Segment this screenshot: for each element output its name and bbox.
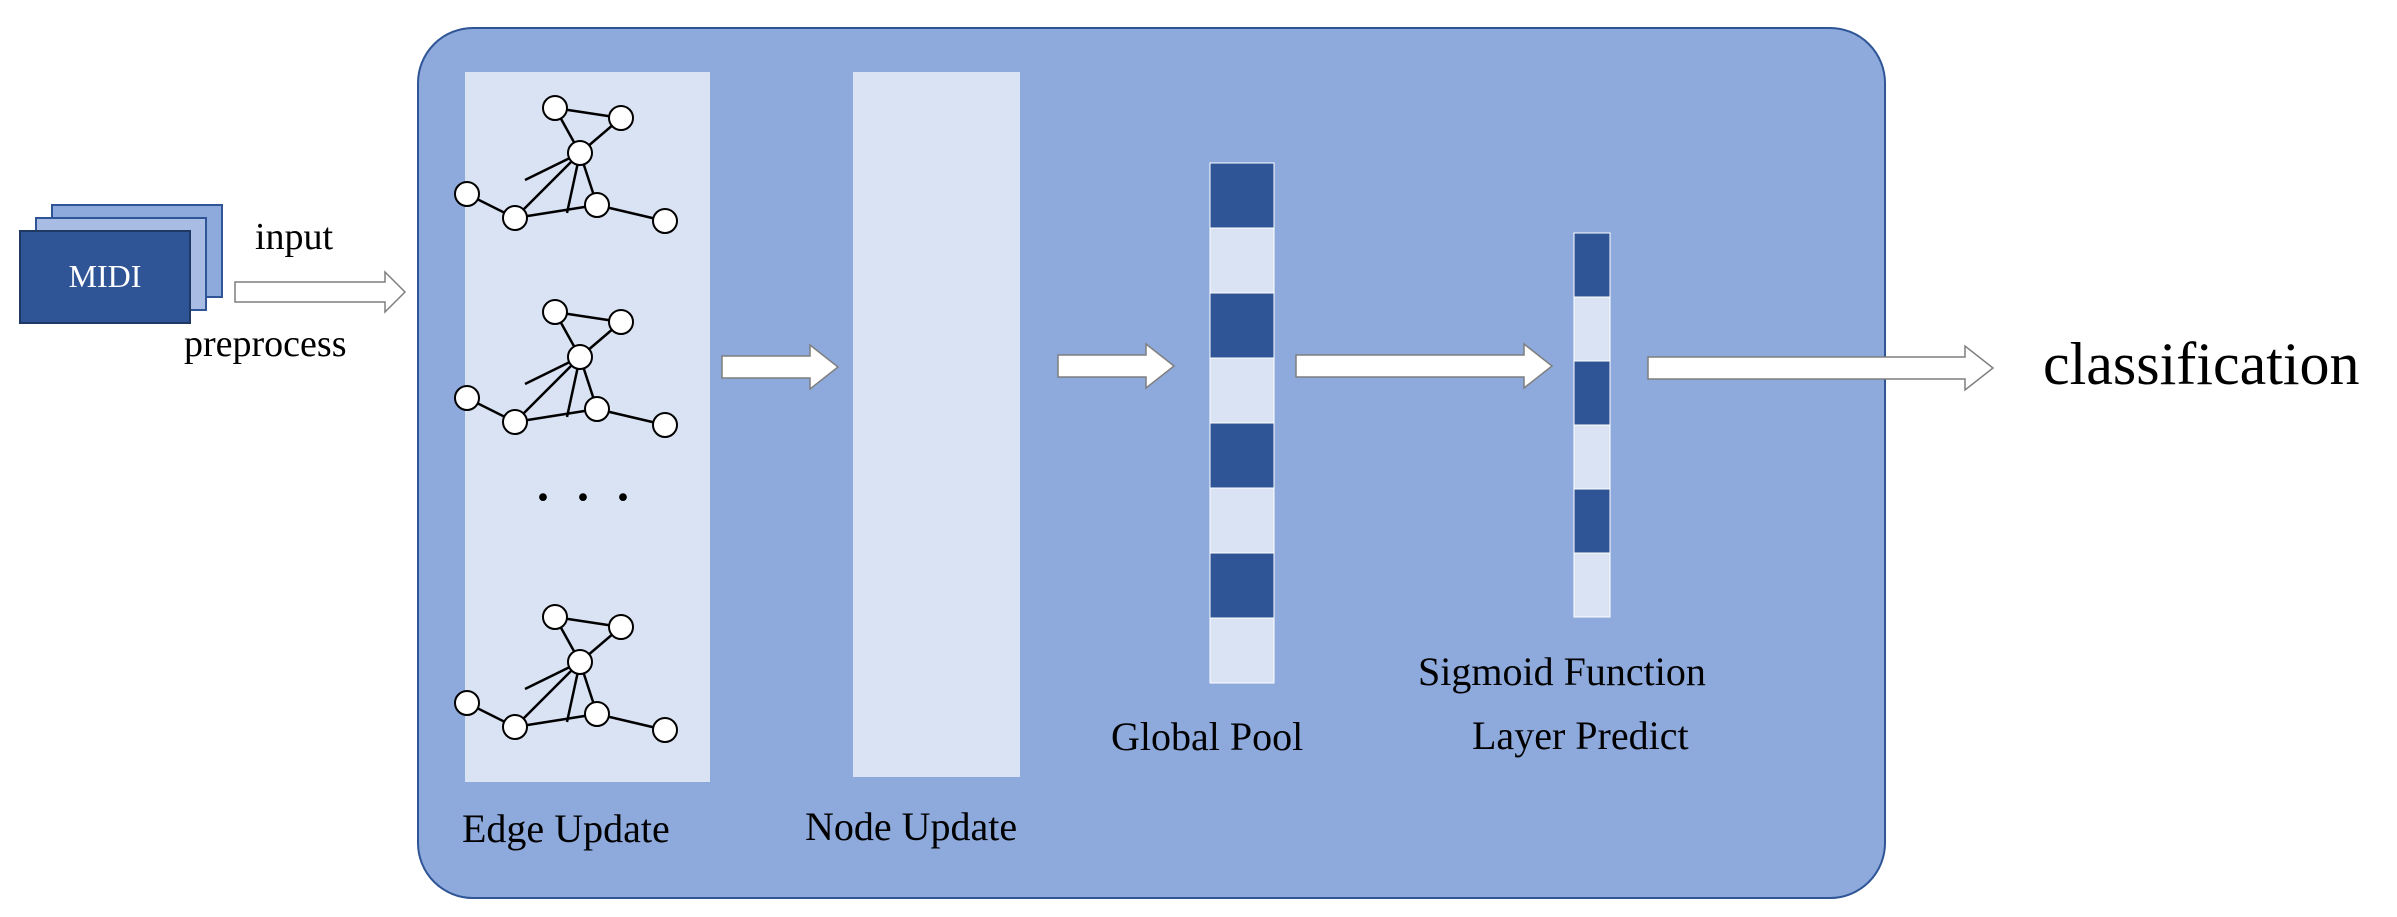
global-pool-vector xyxy=(1209,162,1275,684)
global-pool-label: Global Pool xyxy=(1111,714,1304,759)
pool-cell-6 xyxy=(1209,487,1275,554)
classification-label: classification xyxy=(2043,331,2360,397)
pool-cell-7 xyxy=(1209,552,1275,619)
sigmoid-cell-4 xyxy=(1573,424,1611,490)
pool-cell-1 xyxy=(1209,162,1275,229)
sigmoid-vector xyxy=(1573,232,1611,618)
sigmoid-cell-6 xyxy=(1573,552,1611,618)
pool-cell-4 xyxy=(1209,357,1275,424)
midi-block xyxy=(19,204,223,324)
pool-cell-8 xyxy=(1209,617,1275,684)
sigmoid-cell-2 xyxy=(1573,296,1611,362)
ellipsis: · · · xyxy=(535,471,638,524)
node-update-block xyxy=(853,72,1020,777)
output-arrow xyxy=(1647,344,1995,392)
pool-cell-2 xyxy=(1209,227,1275,294)
arrow-node-to-pool xyxy=(1057,342,1176,390)
pool-cell-3 xyxy=(1209,292,1275,359)
input-arrow-label: input xyxy=(255,216,334,258)
midi-label: MIDI xyxy=(68,258,142,294)
sigmoid-cell-3 xyxy=(1573,360,1611,426)
sigmoid-cell-1 xyxy=(1573,232,1611,298)
sigmoid-cell-5 xyxy=(1573,488,1611,554)
sigmoid-label-line2: Layer Predict xyxy=(1472,713,1689,758)
arrow-pool-to-sigmoid xyxy=(1295,342,1554,390)
pool-cell-5 xyxy=(1209,422,1275,489)
preprocess-arrow-label: preprocess xyxy=(184,323,347,365)
model-panel xyxy=(417,27,1886,899)
arrow-edge-to-node xyxy=(721,343,840,391)
node-update-label: Node Update xyxy=(805,804,1018,849)
sigmoid-label-line1: Sigmoid Function xyxy=(1418,649,1706,694)
input-arrow xyxy=(234,270,407,314)
edge-update-label: Edge Update xyxy=(462,806,670,851)
